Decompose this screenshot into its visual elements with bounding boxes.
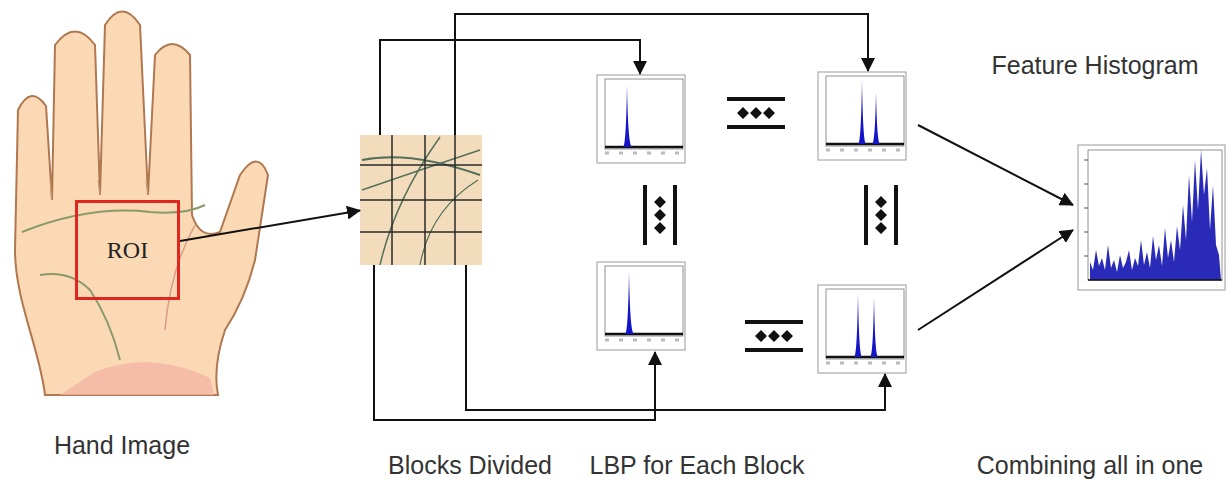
- feature-histogram-box: Feature HistogramCombining all in one: [1078, 145, 1225, 290]
- arrow: [374, 14, 1073, 420]
- caption-label: Hand Image: [54, 430, 190, 460]
- ellipsis-symbol: [727, 97, 785, 129]
- feature-histogram: [1078, 145, 1225, 290]
- blocks-image: Blocks Divided: [360, 135, 482, 265]
- ellipsis-symbol: [643, 185, 677, 245]
- roi-box: ROI: [75, 200, 180, 300]
- heading-label: Feature Histogram: [991, 50, 1198, 80]
- ellipsis-symbol: [745, 320, 803, 352]
- caption-label: Combining all in one: [977, 450, 1204, 480]
- block-histogram: [818, 72, 906, 160]
- caption-label: LBP for Each Block: [590, 450, 805, 480]
- block-histogram: [597, 262, 685, 350]
- block-histogram: [597, 75, 685, 163]
- roi-label: ROI: [107, 236, 148, 265]
- hand-drawing: [15, 12, 268, 396]
- block-grid: [360, 135, 482, 265]
- hand-image: Hand ImageROI: [10, 5, 272, 400]
- block-histogram: [818, 285, 906, 373]
- connector-arrow: [180, 210, 360, 241]
- caption-label: Blocks Divided: [388, 450, 552, 480]
- ellipsis-symbol: [864, 185, 898, 245]
